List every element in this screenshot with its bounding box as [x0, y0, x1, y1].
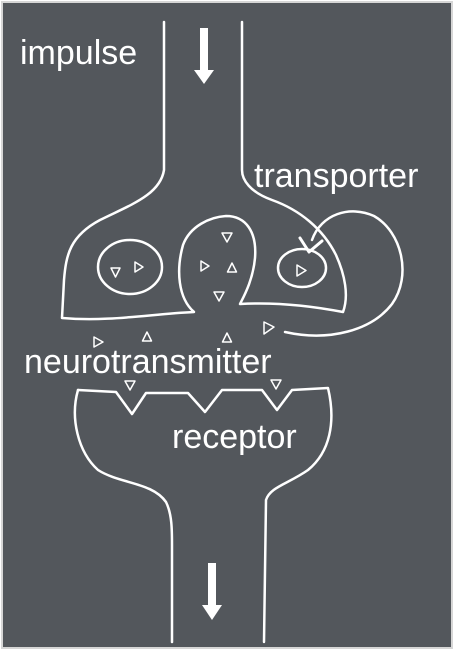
postsynaptic-membrane-left: [73, 388, 174, 644]
triangle-icon: [134, 261, 144, 273]
triangle-icon: [213, 291, 225, 302]
triangle-icon: [110, 267, 121, 278]
triangle-icon: [263, 321, 275, 335]
triangle-icon: [93, 336, 104, 348]
postsynaptic-membrane: [76, 386, 333, 644]
impulse-arrow-top: [194, 28, 214, 84]
vesicle-right: [276, 247, 328, 289]
presynaptic-terminal: [60, 20, 348, 321]
triangle-icon: [124, 380, 136, 391]
triangle-icon: [226, 262, 238, 273]
triangle-icon: [296, 264, 307, 277]
triangle-icon: [200, 260, 210, 272]
impulse-arrow-bottom: [202, 563, 222, 620]
transporter-arrowhead: [298, 236, 324, 254]
neurotransmitter-label: neurotransmitter: [24, 343, 272, 381]
transporter-label: transporter: [254, 157, 419, 195]
triangle-icon: [270, 379, 282, 390]
receptor-label: receptor: [172, 418, 297, 456]
triangle-icon: [221, 232, 233, 243]
transporter-arrow: [283, 210, 404, 337]
vesicle-left: [96, 238, 164, 296]
triangle-icon: [141, 331, 153, 342]
impulse-label: impulse: [20, 34, 138, 72]
triangle-icon: [221, 332, 233, 343]
